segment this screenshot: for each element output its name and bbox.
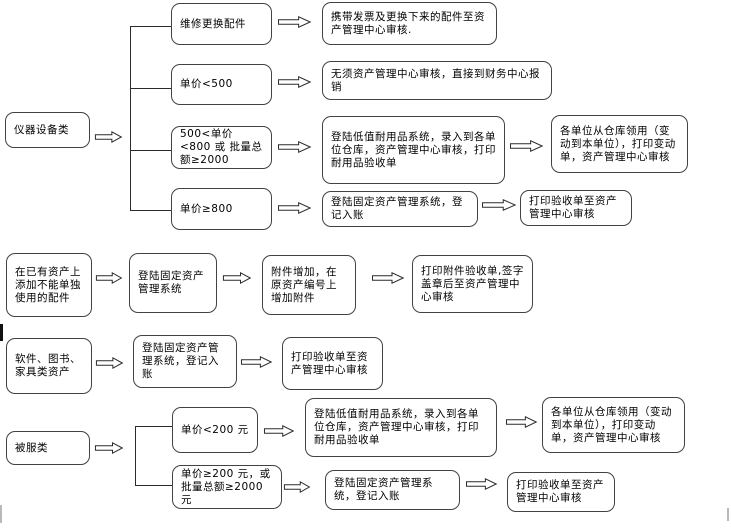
connector-line [135, 485, 172, 486]
node-low-value-system-entry: 登陆低值耐用品系统，录入到各单位仓库，资产管理中心审核，打印耐用品验收单 [322, 116, 505, 184]
connector-line [130, 210, 171, 211]
node-add-parts-existing-asset: 在已有资产上添加不能单独使用的配件 [6, 253, 92, 317]
node-price-ge-200-or-batch-2000: 单价≥200 元，或批量总额≥2000 元 [172, 465, 282, 509]
connector-line [130, 26, 171, 27]
node-price-500-800-or-batch-2000: 500<单价<800 或 批量总额≥2000 [171, 126, 272, 169]
flow-arrow-icon [96, 272, 122, 284]
connector-line [135, 426, 136, 486]
node-bedding-category: 被服类 [6, 431, 90, 465]
node-print-attachment-acceptance: 打印附件验收单,签字盖章后至资产管理中心审核 [412, 255, 533, 313]
flow-arrow-icon [223, 272, 251, 284]
node-attachment-increase: 附件增加，在原资产编号上增加附件 [262, 255, 356, 315]
node-repair-replace-parts: 维修更换配件 [171, 3, 272, 45]
node-invoice-to-asset-center: 携带发票及更换下来的配件至资产管理中心审核. [322, 2, 497, 45]
node-fixed-asset-register-2: 登陆固定资产管理系统，登记入账 [133, 335, 237, 388]
flow-arrow-icon [95, 442, 123, 454]
flow-arrow-icon [278, 141, 311, 153]
flow-arrow-icon [241, 356, 272, 368]
flow-arrow-icon [95, 131, 122, 143]
connector-line [130, 150, 171, 151]
connector-line [130, 26, 131, 211]
node-print-acceptance-2: 打印验收单至资产管理中心审核 [282, 337, 383, 390]
text-cursor [0, 324, 3, 341]
flow-arrow-icon [264, 425, 294, 437]
node-unit-price-lt-500: 单价<500 [171, 64, 272, 105]
node-print-acceptance-to-center: 打印验收单至资产管理中心审核 [520, 190, 632, 226]
flow-arrow-icon [278, 16, 311, 28]
node-warehouse-requisition: 各单位从仓库领用（变动到本单位），打印变动单，资产管理中心审核 [551, 115, 688, 173]
node-fixed-asset-register-3: 登陆固定资产管理系统，登记入账 [325, 470, 460, 510]
node-print-acceptance-3: 打印验收单至资产管理中心审核 [507, 472, 615, 512]
flow-arrow-icon [482, 199, 516, 211]
node-fixed-asset-register: 登陆固定资产管理系统，登记入账 [322, 191, 478, 227]
node-login-fixed-asset-system: 登陆固定资产管理系统 [129, 253, 217, 313]
flow-arrow-icon [372, 272, 404, 284]
connector-line [135, 426, 172, 427]
node-unit-price-ge-800: 单价≥800 [171, 188, 272, 230]
flow-arrow-icon [510, 140, 543, 152]
flow-arrow-icon [96, 357, 123, 369]
node-low-value-system-entry-2: 登陆低值耐用品系统，录入到各单位仓库，资产管理中心审核，打印耐用品验收单 [305, 398, 497, 457]
node-unit-price-lt-200: 单价<200 元 [172, 407, 258, 453]
node-warehouse-requisition-2: 各单位从仓库领用（变动到本单位），打印变动单，资产管理中心审核 [542, 397, 685, 453]
scrollbar-fragment [0, 505, 2, 523]
flow-arrow-icon [506, 416, 537, 428]
scrollbar-fragment [727, 508, 729, 521]
flow-arrow-icon [466, 478, 497, 490]
flow-arrow-icon [284, 481, 310, 493]
node-software-books-furniture: 软件、图书、家具类资产 [6, 338, 92, 394]
flow-arrow-icon [278, 76, 311, 88]
node-instrument-equipment-category: 仪器设备类 [5, 112, 90, 148]
flow-arrow-icon [278, 202, 311, 214]
connector-line [130, 88, 171, 89]
node-no-review-finance-reimburse: 无须资产管理中心审核，直接到财务中心报销 [322, 61, 552, 100]
